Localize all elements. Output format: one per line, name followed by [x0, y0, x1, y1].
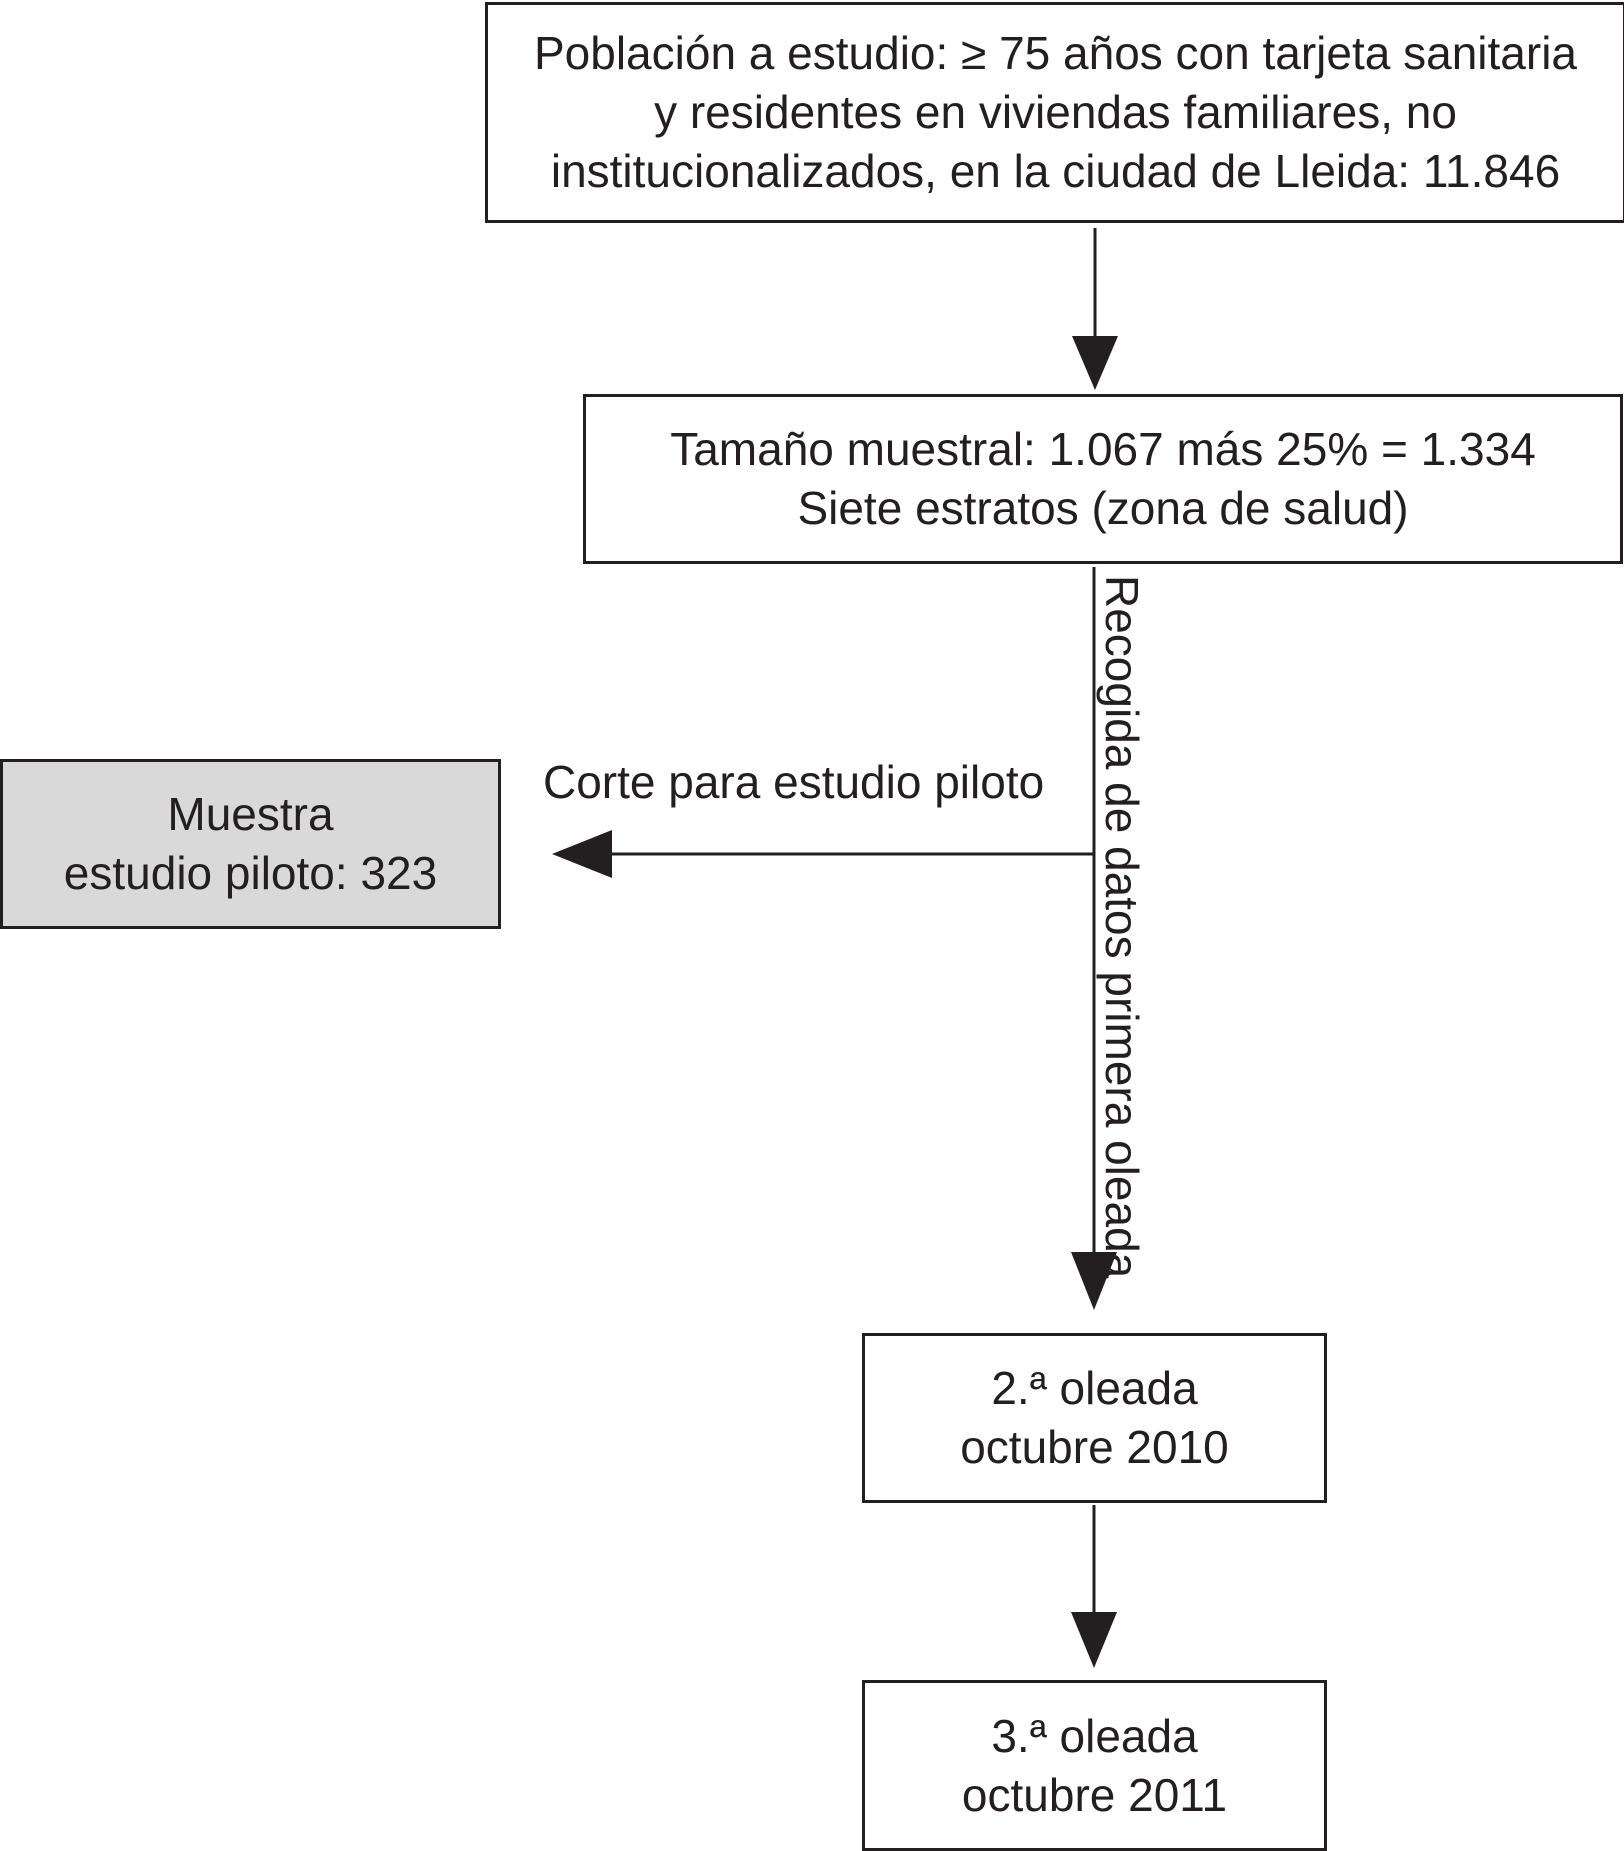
arrow-population-to-sample [1072, 228, 1118, 390]
pilot-line-1: Muestra [167, 788, 334, 840]
population-line-2: y residentes en viviendas familiares, no [654, 86, 1457, 138]
population-line-1: Población a estudio: ≥ 75 años con tarje… [533, 27, 1578, 79]
first-wave-collection-label: Recogida de datos primera oleada [1096, 575, 1148, 1279]
wave2-line-1: 2.ª oleada [991, 1362, 1198, 1414]
wave3-line-2: octubre 2011 [961, 1768, 1228, 1821]
population-box: Población a estudio: ≥ 75 años con tarje… [485, 2, 1624, 223]
pilot-line-2: estudio piloto: 323 [63, 847, 438, 899]
sample-size-box: Tamaño muestral: 1.067 más 25% = 1.334 S… [583, 394, 1623, 564]
population-line-3: institucionalizados, en la ciudad de Lle… [550, 145, 1561, 197]
third-wave-box: 3.ª oleada octubre 2011 [862, 1680, 1327, 1851]
arrow-to-pilot-sample [552, 830, 1094, 878]
pilot-cut-label: Corte para estudio piloto [543, 756, 1045, 808]
second-wave-box: 2.ª oleada octubre 2010 [862, 1333, 1327, 1503]
sample-line-1: Tamaño muestral: 1.067 más 25% = 1.334 [670, 423, 1536, 475]
arrow-sample-to-wave2 [1071, 567, 1117, 1310]
wave2-line-2: octubre 2010 [960, 1421, 1229, 1473]
arrow-wave2-to-wave3 [1071, 1505, 1117, 1668]
sample-line-2: Siete estratos (zona de salud) [797, 482, 1409, 534]
wave3-line-1: 3.ª oleada [991, 1709, 1198, 1762]
pilot-sample-box: Muestra estudio piloto: 323 [0, 759, 501, 929]
